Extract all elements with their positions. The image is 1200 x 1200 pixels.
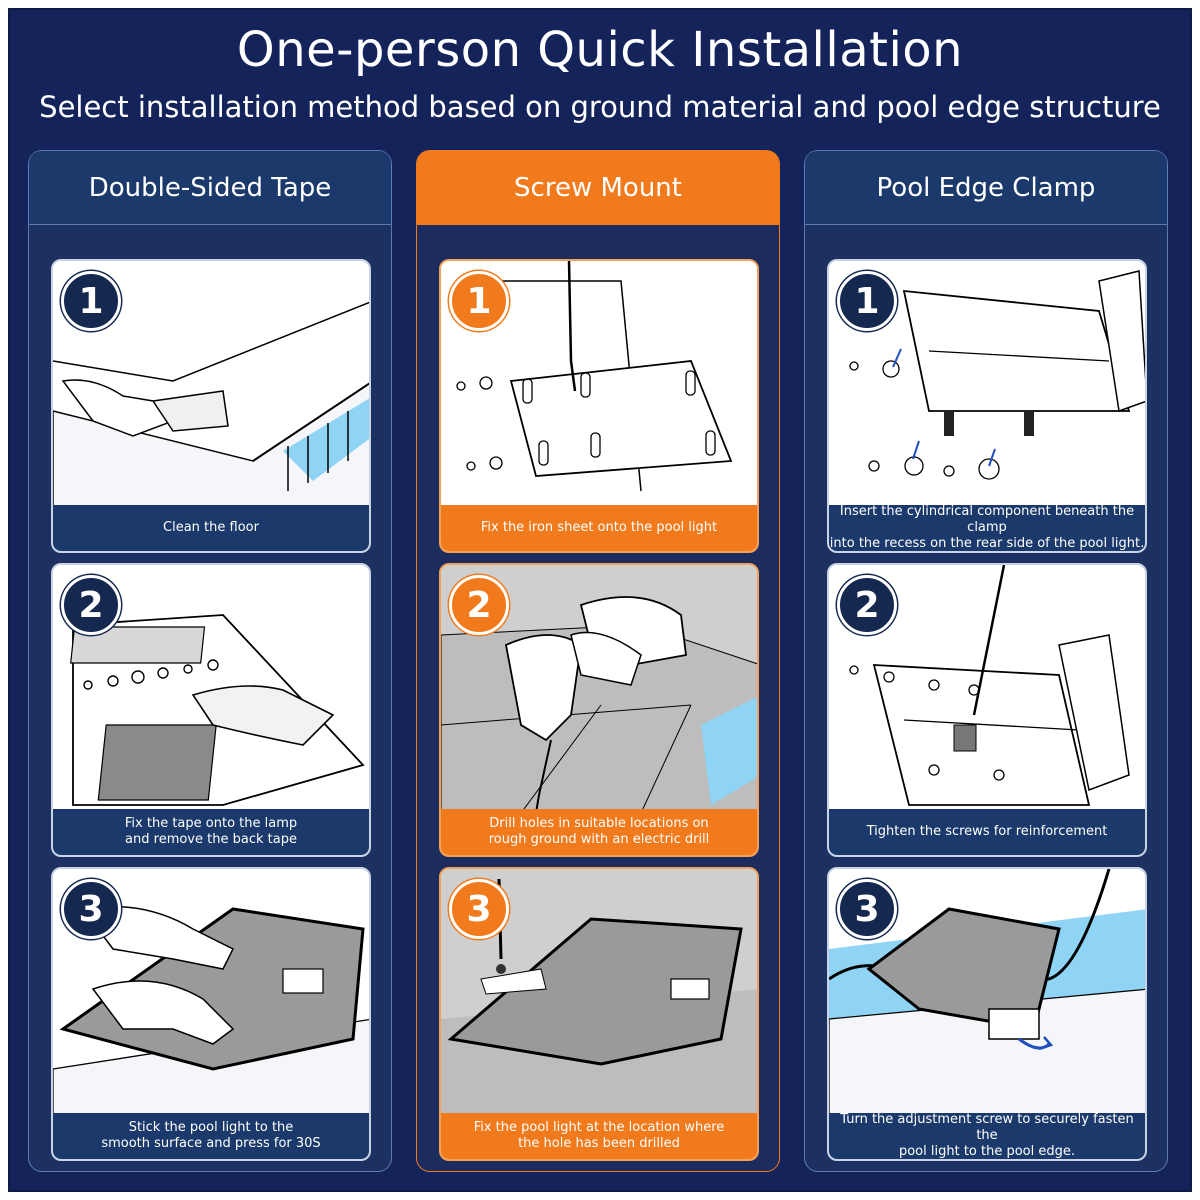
tighten-screws-illustration	[829, 565, 1145, 813]
step-panel: 2 Drill holes in suitable locations on r…	[439, 563, 759, 857]
step-caption: Fix the tape onto the lamp and remove th…	[53, 809, 369, 855]
step-number-badge: 2	[61, 575, 121, 635]
step-caption: Tighten the screws for reinforcement	[829, 809, 1145, 855]
column-double-sided-tape: Double-Sided Tape 1 Clean the floor	[28, 150, 392, 1172]
step-caption: Turn the adjustment screw to securely fa…	[829, 1112, 1145, 1159]
page-title: One-person Quick Installation	[236, 22, 964, 78]
column-title: Double-Sided Tape	[29, 151, 391, 225]
page-subtitle: Select installation method based on grou…	[39, 90, 1161, 124]
column-title: Screw Mount	[417, 151, 779, 225]
step-panel: 3 Stick the pool light to the smooth sur…	[51, 867, 371, 1161]
step-panel: 2 Fix the tape onto the lamp and remove …	[51, 563, 371, 857]
step-number-badge: 1	[61, 271, 121, 331]
step-caption: Insert the cylindrical component beneath…	[829, 504, 1145, 551]
step-panel: 1 Fix the iron sheet onto the pool light	[439, 259, 759, 553]
step-number-badge: 3	[449, 879, 509, 939]
step-panel: 3 Fix the pool light at the location whe…	[439, 867, 759, 1161]
clamp-insert-illustration	[829, 261, 1145, 509]
step-panel: 3 Turn the adjustment screw to securely …	[827, 867, 1147, 1161]
step-number-badge: 2	[449, 575, 509, 635]
drill-illustration	[441, 565, 757, 813]
step-number-badge: 1	[837, 271, 897, 331]
column-pool-edge-clamp: Pool Edge Clamp 1 Insert the cylindrical…	[804, 150, 1168, 1172]
step-number-badge: 1	[449, 271, 509, 331]
step-number-badge: 2	[837, 575, 897, 635]
step-caption: Clean the floor	[53, 505, 369, 551]
step-caption: Drill holes in suitable locations on rou…	[441, 809, 757, 855]
step-caption: Fix the pool light at the location where…	[441, 1113, 757, 1159]
adjust-screw-illustration	[829, 869, 1145, 1117]
column-screw-mount: Screw Mount 1 Fix the iron sheet onto th…	[416, 150, 780, 1172]
step-caption: Fix the iron sheet onto the pool light	[441, 505, 757, 551]
step-number-badge: 3	[837, 879, 897, 939]
step-panel: 2 Tighten the screws for reinforcement	[827, 563, 1147, 857]
step-number-badge: 3	[61, 879, 121, 939]
step-panel: 1 Clean the floor	[51, 259, 371, 553]
step-panel: 1 Insert the cylindrical component benea…	[827, 259, 1147, 553]
column-title: Pool Edge Clamp	[805, 151, 1167, 225]
step-caption: Stick the pool light to the smooth surfa…	[53, 1113, 369, 1159]
